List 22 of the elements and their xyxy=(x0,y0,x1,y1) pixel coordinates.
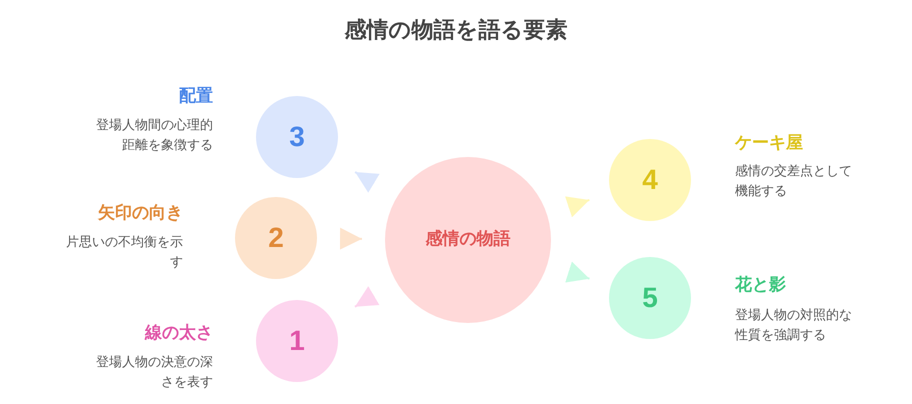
heading: 線の太さ xyxy=(145,322,213,345)
title: 感情の物語を語る要素 xyxy=(344,17,568,45)
arrow xyxy=(354,286,380,308)
heading: 花と影 xyxy=(735,275,786,295)
step-number: 4 xyxy=(642,163,658,197)
heading: ケーキ屋 xyxy=(735,133,803,153)
step-number: 5 xyxy=(642,281,658,315)
step-number: 3 xyxy=(289,120,305,154)
description: 片思いの不均衡を示す xyxy=(65,234,183,272)
step-number: 1 xyxy=(289,324,305,358)
heading: 配置 xyxy=(179,85,213,108)
description: 登場人物の決意の深さを表す xyxy=(95,354,213,392)
description: 登場人物間の心理的距離を象徴する xyxy=(95,117,213,156)
arrow xyxy=(340,228,362,250)
arrow xyxy=(354,171,380,193)
arrow xyxy=(565,196,590,218)
heading: 矢印の向き xyxy=(98,202,183,225)
center-label: 感情の物語 xyxy=(426,228,510,252)
step-number: 2 xyxy=(268,221,284,255)
arrow xyxy=(565,262,590,283)
description: 感情の交差点として機能する xyxy=(735,163,853,202)
description: 登場人物の対照的な性質を強調する xyxy=(735,307,853,346)
